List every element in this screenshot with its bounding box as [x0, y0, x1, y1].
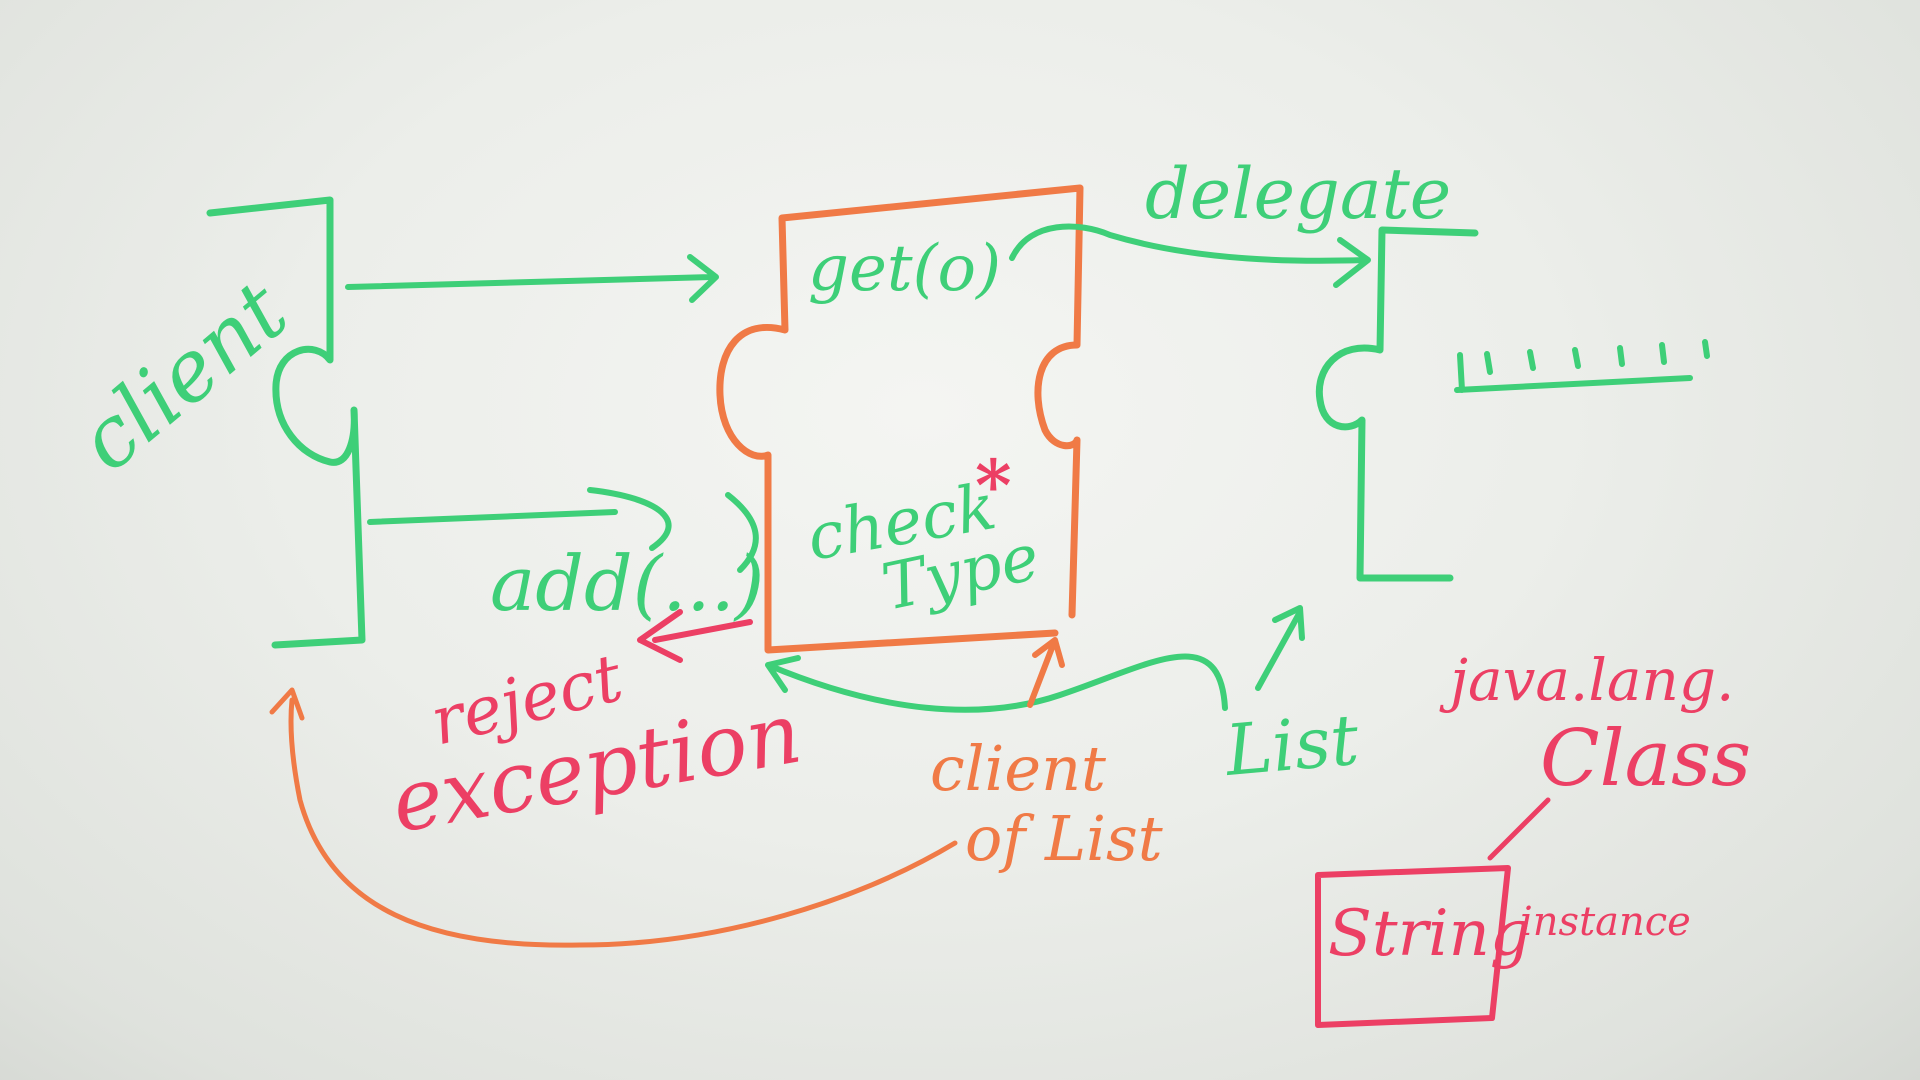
- class-label: Class: [1540, 714, 1751, 804]
- get-label: get(o): [808, 232, 1001, 306]
- java-lang-label: java.lang.: [1439, 646, 1734, 714]
- string-label: String: [1328, 897, 1531, 971]
- wrapper-component-outline: [716, 184, 1084, 654]
- arrow-client-of-list-up: [1027, 637, 1065, 708]
- list-label: List: [1220, 699, 1362, 793]
- client-component-outline: [206, 196, 366, 649]
- add-label: add(...): [490, 539, 764, 628]
- arrow-add-to-check: [725, 492, 759, 573]
- arrow-back-to-client: [269, 687, 958, 948]
- class-connector-line: [1487, 797, 1551, 861]
- arrow-list-to-wrapper: [765, 653, 1228, 713]
- list-element-ticks: [1454, 339, 1710, 393]
- arrow-list-up: [1255, 605, 1305, 691]
- arrow-client-to-add: [367, 487, 672, 551]
- delegate-label: delegate: [1145, 153, 1451, 235]
- client-of-list-label: client: [930, 732, 1106, 805]
- list-component-outline: [1315, 226, 1479, 582]
- arrow-client-to-get: [345, 254, 719, 303]
- of-list-label: of List: [965, 802, 1163, 875]
- delegate-arrow: [1009, 223, 1371, 288]
- check-star: *: [975, 444, 1012, 527]
- string-instance-box: [1315, 865, 1511, 1028]
- client-label: client: [60, 262, 306, 490]
- reject-arrow: [637, 609, 753, 663]
- instance-label: instance: [1520, 899, 1691, 945]
